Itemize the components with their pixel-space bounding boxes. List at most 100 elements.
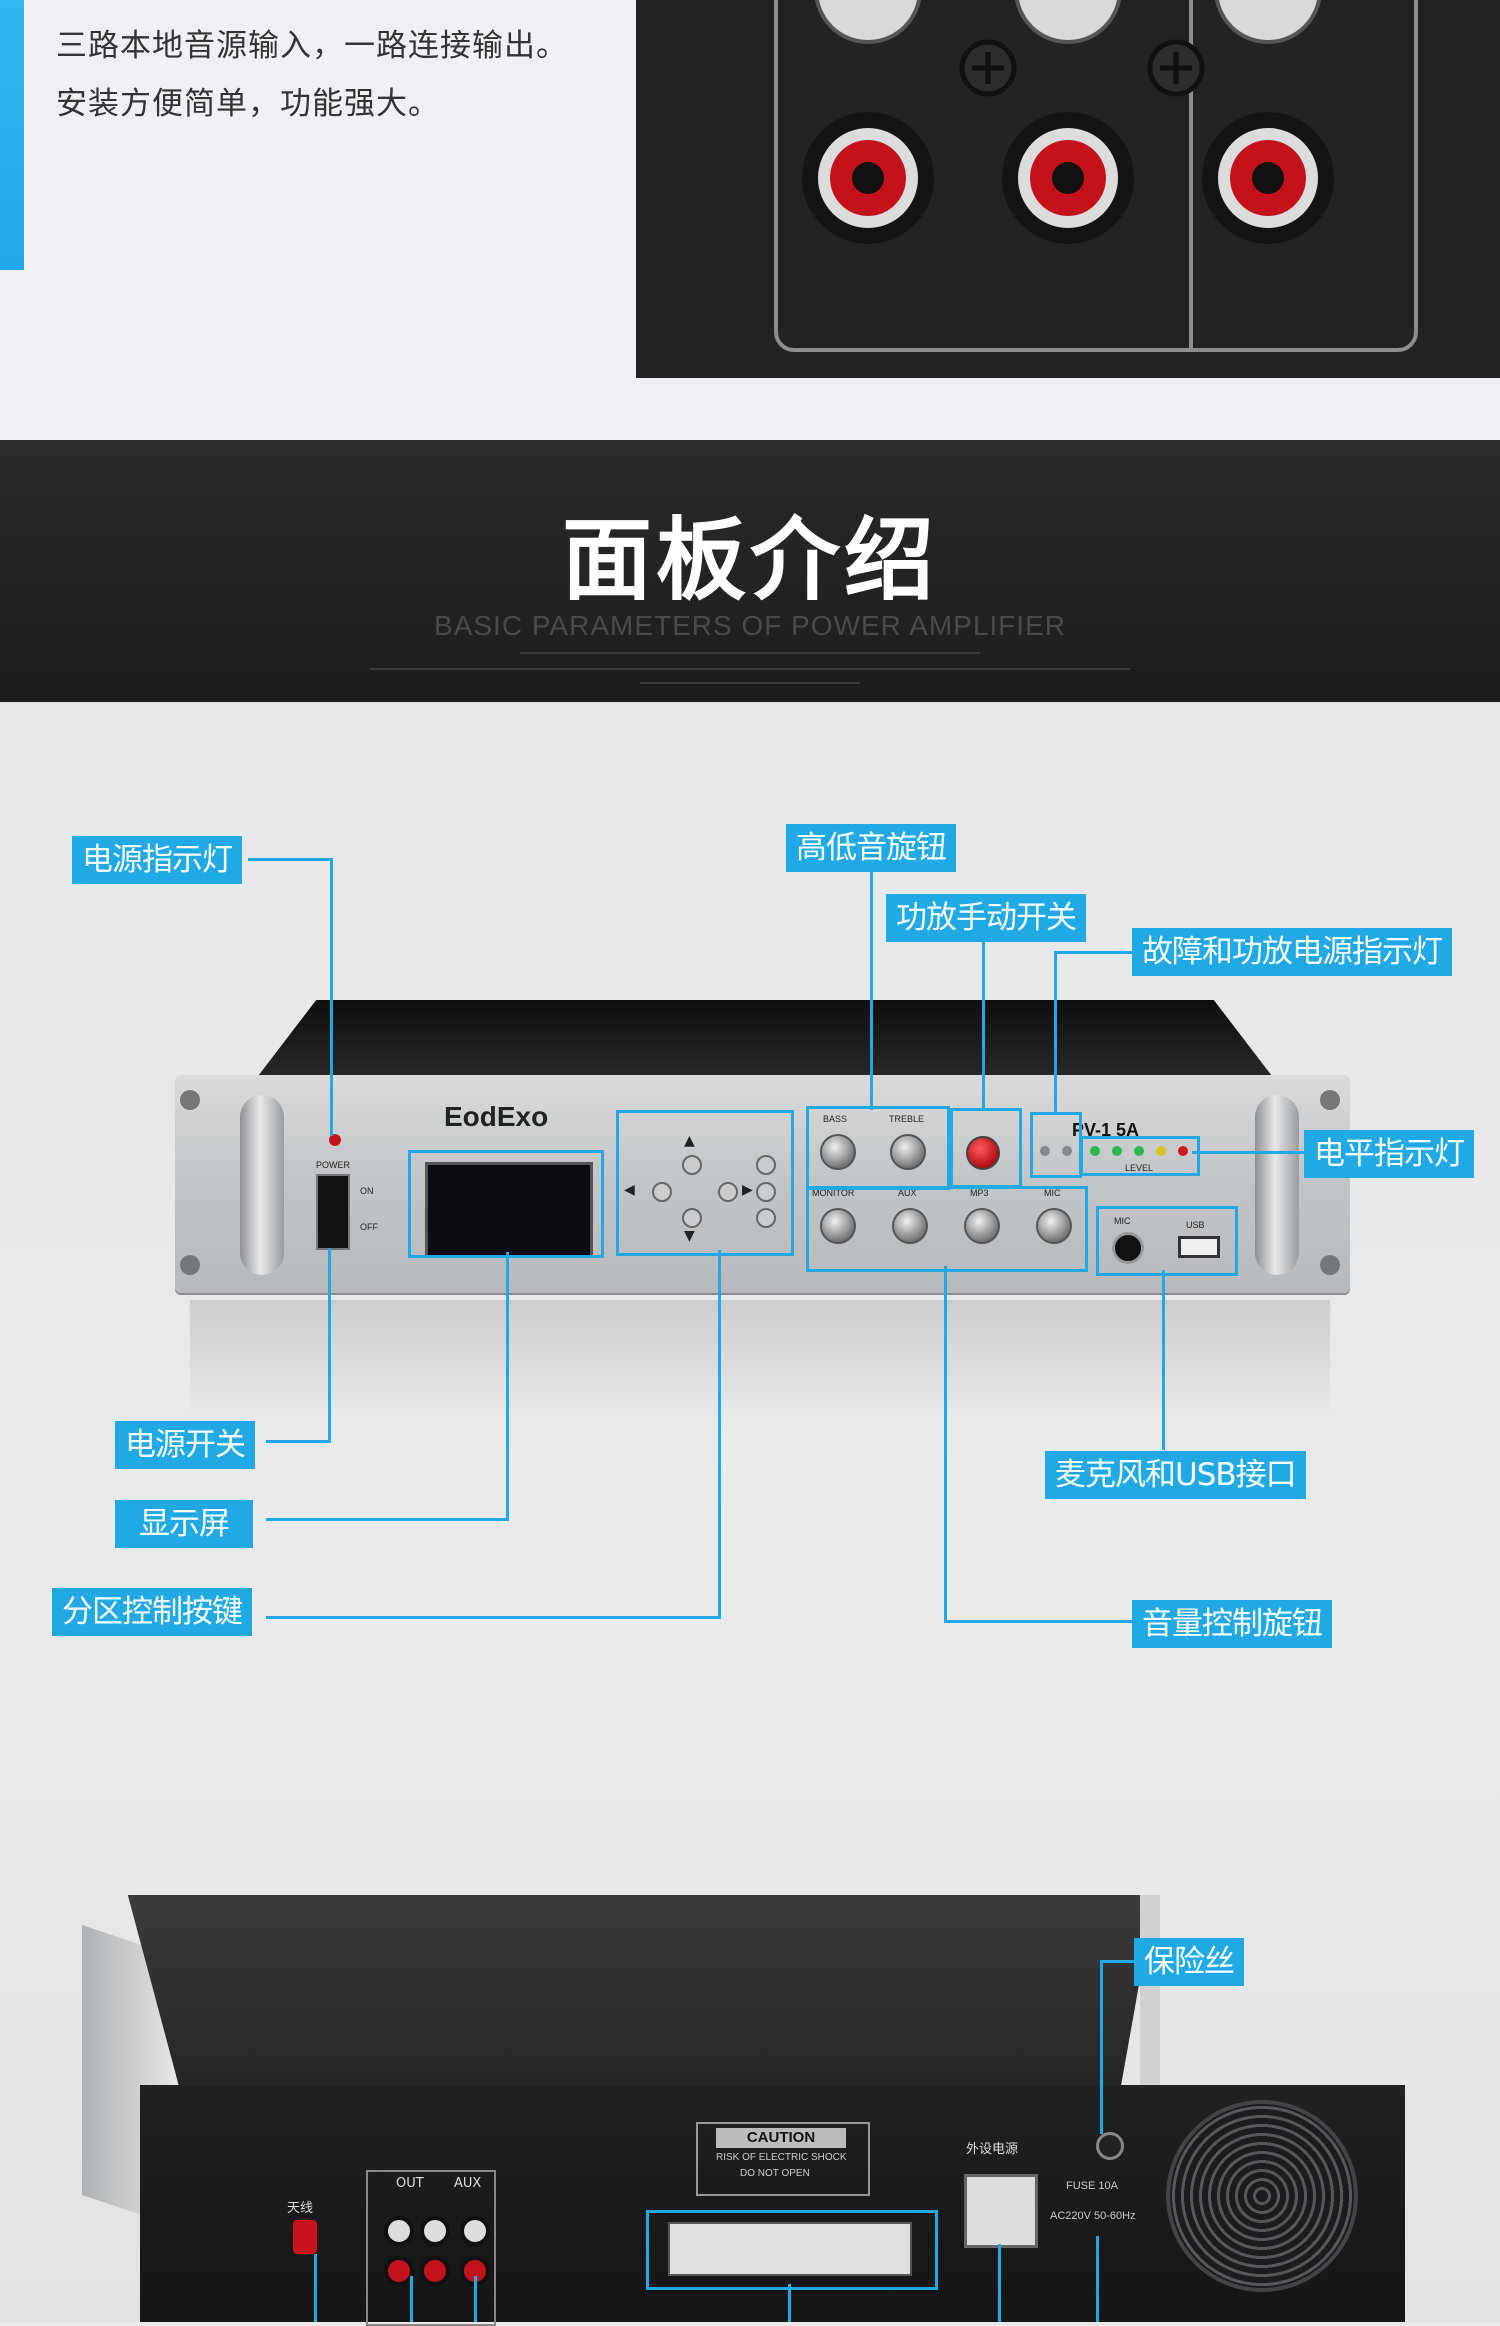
- rca-jack-3-icon: [1202, 112, 1334, 244]
- amp-manual-switch[interactable]: [966, 1136, 1000, 1170]
- usb-label: USB: [1186, 1220, 1205, 1230]
- leader-line: [870, 864, 873, 1110]
- arrow-up-icon: ▲: [684, 1133, 695, 1149]
- antenna-connector-icon: [293, 2220, 317, 2254]
- zone-button[interactable]: [682, 1155, 702, 1175]
- power-switch[interactable]: [316, 1174, 350, 1250]
- zone-button[interactable]: [756, 1208, 776, 1228]
- fault-led-highlight: [1030, 1112, 1082, 1178]
- banner-rule: [370, 668, 1130, 670]
- rca-jack-2-icon: [1002, 112, 1134, 244]
- zone-button[interactable]: [718, 1182, 738, 1202]
- leader-line: [1162, 1270, 1165, 1450]
- power-label: POWER: [316, 1160, 351, 1170]
- mic-jack-label: MIC: [1114, 1216, 1131, 1226]
- callout-volume-knobs: 音量控制旋钮: [1132, 1600, 1332, 1648]
- bass-knob[interactable]: [820, 1134, 856, 1170]
- mic-label: MIC: [1044, 1188, 1061, 1198]
- cooling-fan-icon: [1166, 2100, 1358, 2292]
- leader-line: [330, 858, 333, 1136]
- callout-power-switch: 电源开关: [115, 1421, 255, 1469]
- banner-rule: [640, 682, 860, 684]
- arrow-down-icon: ▼: [684, 1228, 695, 1244]
- power-led-icon: [329, 1134, 341, 1146]
- tone-knobs-highlight: [806, 1106, 950, 1190]
- level-led-icon: [1134, 1146, 1144, 1156]
- leader-line: [248, 858, 332, 861]
- intro-text-line-2: 安装方便简单，功能强大。: [56, 86, 440, 122]
- display-highlight: [408, 1150, 604, 1258]
- section-title: 面板介绍: [562, 508, 938, 613]
- ext-power-socket-icon: [964, 2174, 1038, 2248]
- zone-button[interactable]: [756, 1182, 776, 1202]
- zone-button[interactable]: [756, 1155, 776, 1175]
- monitor-volume-knob[interactable]: [820, 1208, 856, 1244]
- leader-line: [1096, 2236, 1099, 2322]
- leader-line: [266, 1518, 508, 1521]
- brand-logo: EodExo: [444, 1101, 549, 1132]
- callout-level-indicator: 电平指示灯: [1304, 1130, 1474, 1178]
- aux-jack-white-icon: [460, 2216, 490, 2246]
- rack-handle-right: [1255, 1095, 1299, 1275]
- rack-hole-icon: [1320, 1255, 1340, 1275]
- ext-power-label: 外设电源: [966, 2142, 1019, 2157]
- callout-amp-manual-switch: 功放手动开关: [886, 894, 1086, 942]
- zone-button[interactable]: [652, 1182, 672, 1202]
- leader-line: [328, 1248, 331, 1443]
- section-banner: [0, 440, 1500, 702]
- callout-mic-usb: 麦克风和USB接口: [1045, 1451, 1306, 1499]
- rear-aux-label: AUX: [454, 2176, 482, 2191]
- callout-fuse: 保险丝: [1134, 1938, 1244, 1986]
- banner-rule: [520, 652, 980, 654]
- level-led-icon: [1090, 1146, 1100, 1156]
- level-led-icon: [1156, 1146, 1166, 1156]
- leader-line: [266, 1616, 720, 1619]
- caution-line-2: DO NOT OPEN: [740, 2168, 810, 2179]
- out-label: OUT: [396, 2176, 424, 2191]
- amplifier-reflection: [190, 1300, 1330, 1420]
- mic-jack[interactable]: [1112, 1232, 1144, 1264]
- callout-display: 显示屏: [115, 1500, 253, 1548]
- leader-line: [982, 934, 985, 1110]
- rack-hole-icon: [1320, 1090, 1340, 1110]
- off-label: OFF: [360, 1222, 378, 1232]
- arrow-right-icon: ▶: [742, 1182, 753, 1198]
- leader-line: [266, 1440, 330, 1443]
- rack-handle-left: [240, 1095, 284, 1275]
- mp3-volume-knob[interactable]: [964, 1208, 1000, 1244]
- caution-line-1: RISK OF ELECTRIC SHOCK: [716, 2152, 847, 2163]
- zone-buttons-highlight: [616, 1110, 794, 1256]
- monitor-label: MONITOR: [812, 1188, 855, 1198]
- amp-switch-highlight: [950, 1108, 1022, 1188]
- callout-zone-buttons: 分区控制按键: [52, 1588, 252, 1636]
- fuse-label: FUSE 10A: [1066, 2180, 1118, 2192]
- leader-line: [1100, 1960, 1103, 2134]
- usb-port[interactable]: [1178, 1236, 1220, 1258]
- amplifier-case-top: [255, 1000, 1275, 1080]
- out-jack-white-icon: [384, 2216, 414, 2246]
- antenna-label: 天线: [287, 2201, 314, 2216]
- level-led-highlight: [1080, 1136, 1200, 1176]
- treble-label: TREBLE: [889, 1114, 925, 1124]
- leader-line: [474, 2276, 477, 2322]
- level-label: LEVEL: [1125, 1163, 1154, 1173]
- leader-line: [944, 1266, 947, 1622]
- rack-hole-icon: [180, 1090, 200, 1110]
- level-led-icon: [1178, 1146, 1188, 1156]
- leader-line: [718, 1250, 721, 1619]
- leader-line: [506, 1252, 509, 1521]
- terminal-highlight: [646, 2210, 938, 2290]
- mp3-label: MP3: [970, 1188, 989, 1198]
- callout-tone-knobs: 高低音旋钮: [786, 824, 956, 872]
- callout-fault-power-indicator: 故障和功放电源指示灯: [1132, 928, 1452, 976]
- treble-knob[interactable]: [890, 1134, 926, 1170]
- aux-volume-knob[interactable]: [892, 1208, 928, 1244]
- fuse-holder-icon: [1096, 2132, 1124, 2160]
- leader-line: [944, 1620, 1134, 1623]
- level-led-icon: [1112, 1146, 1122, 1156]
- aux-label: AUX: [898, 1188, 917, 1198]
- mic-volume-knob[interactable]: [1036, 1208, 1072, 1244]
- caution-title: CAUTION: [716, 2128, 846, 2148]
- zone-button[interactable]: [682, 1208, 702, 1228]
- on-label: ON: [360, 1186, 374, 1196]
